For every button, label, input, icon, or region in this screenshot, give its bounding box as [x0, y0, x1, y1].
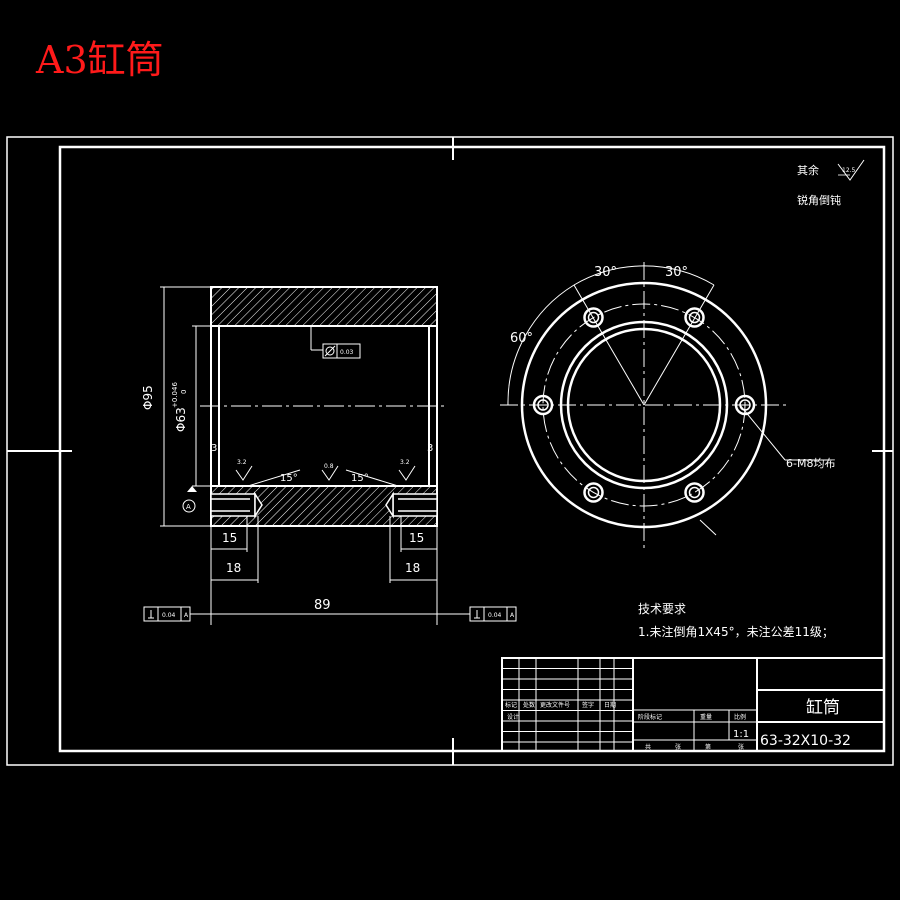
title-block-text: 缸筒 63-32X10-32 1:1 阶段标记 重量 比例 共 张 第 张 标记…	[505, 697, 851, 751]
sheet-label-stage: 阶段标记	[638, 713, 662, 721]
row-label-mark: 标记	[505, 701, 517, 709]
dim-inner-diameter: Φ63	[174, 407, 188, 432]
title-block	[501, 657, 885, 752]
dim-hole-right: 18	[405, 561, 420, 575]
datum-label: A	[186, 503, 191, 511]
bolt-hole	[688, 486, 701, 499]
bolt-hole	[537, 399, 549, 411]
bolt-hole	[587, 311, 600, 324]
sheet-label-weight: 重量	[700, 713, 712, 721]
bolt-hole	[684, 307, 705, 328]
bolt-hole	[583, 482, 604, 503]
dim-thread-left: 15	[222, 531, 237, 545]
bolt-hole	[734, 394, 756, 416]
top-wall-section	[210, 286, 438, 327]
angle-top-left: 30°	[594, 265, 617, 280]
angle-left: 15°	[280, 473, 298, 484]
general-roughness-note: 其余 12.5 锐角倒钝	[797, 159, 865, 207]
sheet-count-unit-1: 张	[675, 743, 681, 751]
bolt-hole	[532, 394, 554, 416]
chamfer-left: 3	[211, 443, 217, 454]
dim-tol-upper: +0.046	[171, 382, 179, 408]
roughness-label: 其余	[797, 163, 819, 177]
dim-hole-left: 18	[226, 561, 241, 575]
sheet-count-unit-2: 张	[738, 743, 744, 751]
row-label-date: 日期	[604, 701, 616, 709]
roughness-left: 3.2	[237, 459, 247, 466]
perp-left-tol: 0.04	[162, 612, 176, 619]
roughness-right: 3.2	[400, 459, 410, 466]
end-view: 30° 30° 60° 6-M8均布	[500, 262, 835, 548]
perp-right-datum: A	[510, 612, 515, 619]
sheet-count-total: 共	[645, 743, 651, 751]
bolt-hole	[688, 311, 701, 324]
perp-left-datum: A	[184, 612, 189, 619]
edge-note: 锐角倒钝	[797, 193, 841, 207]
sheet-title: A3缸筒	[36, 38, 164, 82]
cylindricity-tol: 0.03	[340, 349, 354, 356]
perp-right-tol: 0.04	[488, 612, 502, 619]
dim-length: 89	[314, 598, 331, 613]
part-name: 缸筒	[806, 697, 840, 718]
bolt-hole	[587, 486, 600, 499]
cylindricity-callout	[310, 326, 361, 359]
sheet-frame	[6, 136, 894, 766]
designer-label: 设计	[507, 713, 519, 721]
bolt-hole	[583, 307, 604, 328]
tech-item-1: 1.未注倒角1X45°，未注公差11级；	[638, 624, 834, 639]
dim-outer-diameter: Φ95	[141, 385, 155, 410]
scale: 1:1	[733, 729, 749, 740]
dim-thread-right: 15	[409, 531, 424, 545]
roughness-value: 12.5	[842, 167, 856, 174]
chamfer-right: 3	[427, 443, 433, 454]
row-label-change: 更改文件号	[540, 701, 570, 709]
row-label-sign: 签字	[582, 701, 594, 709]
holes-label: 6-M8均布	[786, 457, 835, 470]
tech-requirements: 技术要求 1.未注倒角1X45°，未注公差11级；	[638, 602, 834, 639]
tech-heading: 技术要求	[638, 602, 686, 616]
sheet-count-current: 第	[705, 743, 711, 751]
section-view: Φ95 Φ63 +0.046 0 A 0.03 3 3 3.2 0	[141, 286, 517, 625]
roughness-center: 0.8	[324, 463, 334, 470]
bolt-hole	[684, 482, 705, 503]
drawing-no: 63-32X10-32	[760, 733, 851, 749]
threaded-holes-section	[210, 491, 438, 519]
angle-top-right: 30°	[665, 265, 688, 280]
angle-left: 60°	[510, 331, 533, 346]
dim-tol-lower: 0	[180, 390, 188, 394]
sheet-label-scale: 比例	[734, 713, 746, 721]
bolt-holes	[532, 307, 756, 503]
angle-right: 15°	[351, 473, 369, 484]
row-label-count: 处数	[523, 701, 535, 709]
